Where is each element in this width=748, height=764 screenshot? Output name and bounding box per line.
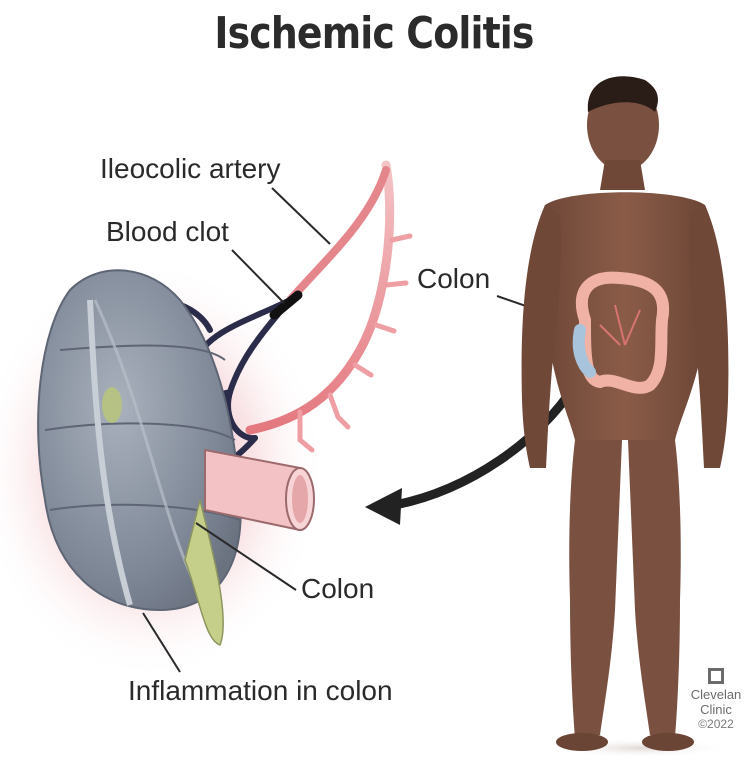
label-colon-body: Colon [417, 263, 490, 295]
logo-mark-icon [708, 668, 724, 684]
label-ileocolic-artery: Ileocolic artery [100, 153, 281, 185]
logo-copyright: ©2022 [686, 717, 746, 732]
label-blood-clot: Blood clot [106, 216, 229, 248]
page-title: Ischemic Colitis [52, 8, 695, 59]
ileocolic-artery-vessel [290, 170, 386, 300]
cleveland-clinic-logo: Clevelan Clinic ©2022 [686, 668, 746, 732]
pointer-arrowhead [365, 488, 402, 525]
logo-line-1: Clevelan [686, 687, 746, 702]
label-colon-detail: Colon [301, 573, 374, 605]
label-inflammation: Inflammation in colon [128, 675, 393, 707]
logo-line-2: Clinic [686, 702, 746, 717]
